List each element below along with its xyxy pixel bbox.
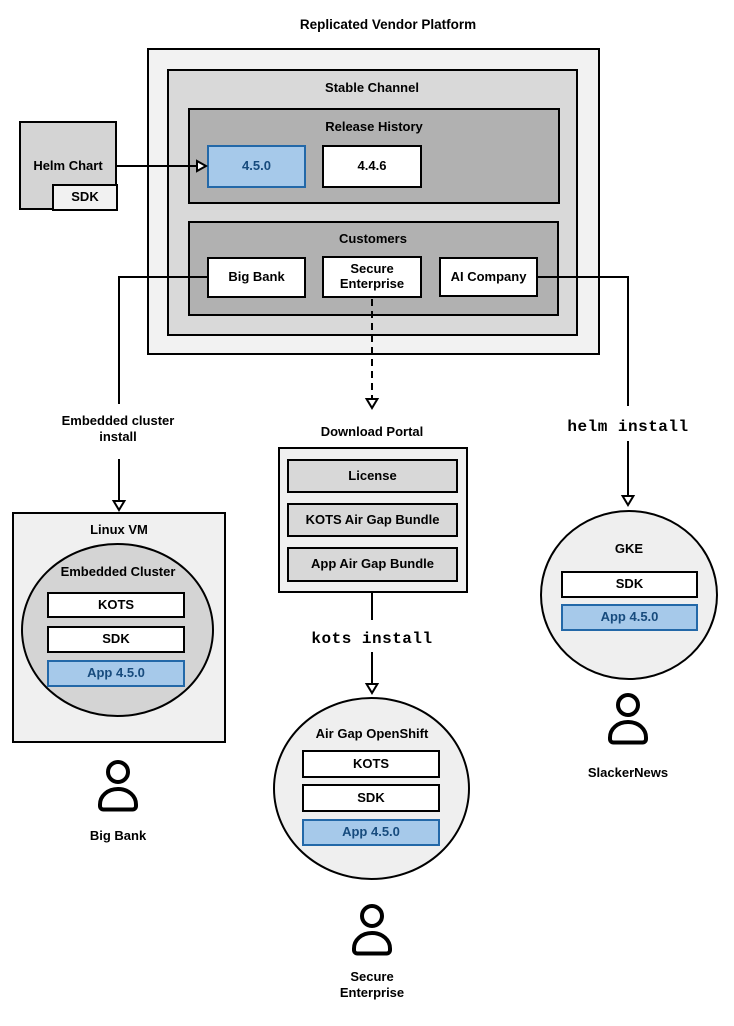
portal-item-kots-bundle: KOTS Air Gap Bundle [287,503,458,537]
customer-big-bank: Big Bank [207,257,306,298]
component-app: App 4.5.0 [302,819,440,846]
component-kots: KOTS [47,592,185,618]
stable-channel-label: Stable Channel [325,80,419,95]
customer-ai-company: AI Company [439,257,538,297]
release-4-4-6: 4.4.6 [322,145,422,188]
customer-secure-enterprise: Secure Enterprise [322,256,422,298]
component-app: App 4.5.0 [561,604,698,631]
arrowhead-down-icon [620,495,636,507]
user-label-secure-enterprise: Secure Enterprise [339,969,405,1001]
diagram-title: Replicated Vendor Platform [299,17,477,32]
helm-chart-label: Helm Chart [33,158,103,173]
gke-label: GKE [614,541,644,556]
portal-item-app-bundle: App Air Gap Bundle [287,547,458,582]
portal-item-license: License [287,459,458,493]
arrowhead-down-icon [111,500,127,512]
release-history-label: Release History [325,119,423,134]
component-sdk: SDK [47,626,185,653]
component-app: App 4.5.0 [47,660,185,687]
user-icon [98,760,138,812]
arrowhead-down-icon [364,398,380,410]
kots-install-command: kots install [311,630,433,648]
user-label-big-bank: Big Bank [89,828,147,843]
linux-vm-label: Linux VM [90,522,148,537]
customers-label: Customers [339,231,407,246]
user-icon [352,904,392,956]
arrowhead-down-icon [364,683,380,695]
embedded-cluster-install-label: Embedded cluster install [61,413,175,445]
helm-install-command: helm install [567,418,689,436]
component-sdk: SDK [302,784,440,812]
air-gap-openshift-label: Air Gap OpenShift [315,726,429,741]
component-sdk: SDK [561,571,698,598]
component-kots: KOTS [302,750,440,778]
download-portal-label: Download Portal [320,424,424,439]
release-4-5-0: 4.5.0 [207,145,306,188]
embedded-cluster-label: Embedded Cluster [60,564,176,579]
helm-chart-sdk-box: SDK [52,184,118,211]
user-label-slackernews: SlackerNews [587,765,669,780]
user-icon [608,693,648,745]
